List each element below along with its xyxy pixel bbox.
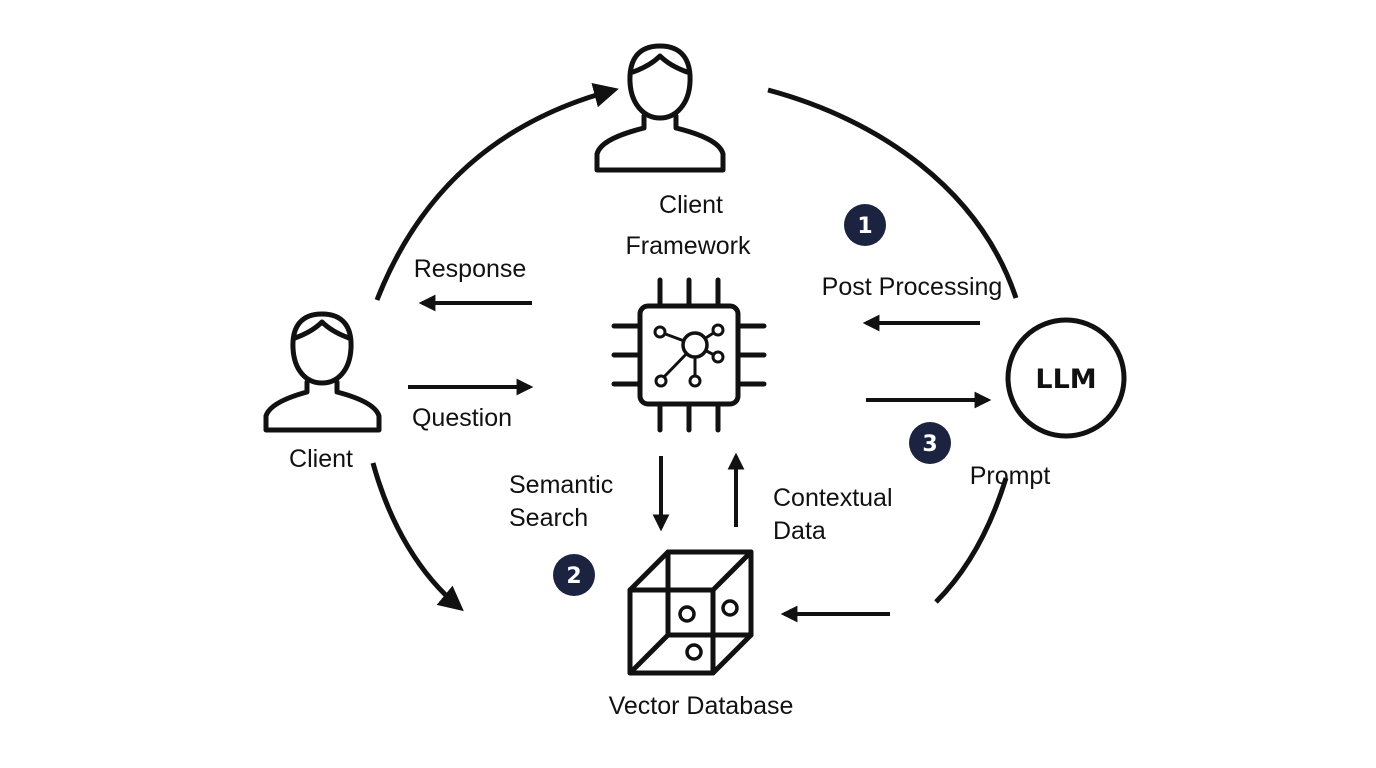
step-badge-2-number: 2	[566, 564, 581, 589]
chip-network-icon	[611, 277, 767, 433]
step-badge-3: 3	[909, 422, 951, 464]
semantic-search-label-line2: Search	[509, 504, 588, 532]
contextual-data-label-line1: Contextual	[773, 484, 893, 512]
semantic-search-label-line1: Semantic	[509, 471, 613, 499]
arc-left-top-arrow	[374, 83, 619, 301]
step-badge-1-number: 1	[857, 214, 872, 239]
question-label: Question	[412, 404, 512, 432]
client-framework-label-line1: Client	[659, 191, 723, 219]
step-badge-3-number: 3	[922, 432, 937, 457]
prompt-label: Prompt	[970, 462, 1051, 490]
llm-label: LLM	[1035, 364, 1096, 395]
arc-right-top	[767, 87, 1019, 299]
contextual-data-label-line2: Data	[773, 517, 826, 545]
step-badge-1: 1	[844, 204, 886, 246]
response-label: Response	[414, 255, 527, 283]
post-processing-label: Post Processing	[822, 273, 1003, 301]
step-badge-2: 2	[553, 554, 595, 596]
arc-right-bottom	[934, 477, 1009, 604]
llm-node: LLM	[1005, 317, 1127, 439]
cube-icon	[627, 549, 754, 676]
person-icon	[594, 43, 726, 173]
client-framework-label-line2: Framework	[625, 232, 751, 260]
person-icon	[263, 311, 382, 433]
arc-left-bottom-arrow	[370, 462, 464, 612]
client-label: Client	[289, 445, 353, 473]
vector-database-label: Vector Database	[609, 692, 794, 720]
